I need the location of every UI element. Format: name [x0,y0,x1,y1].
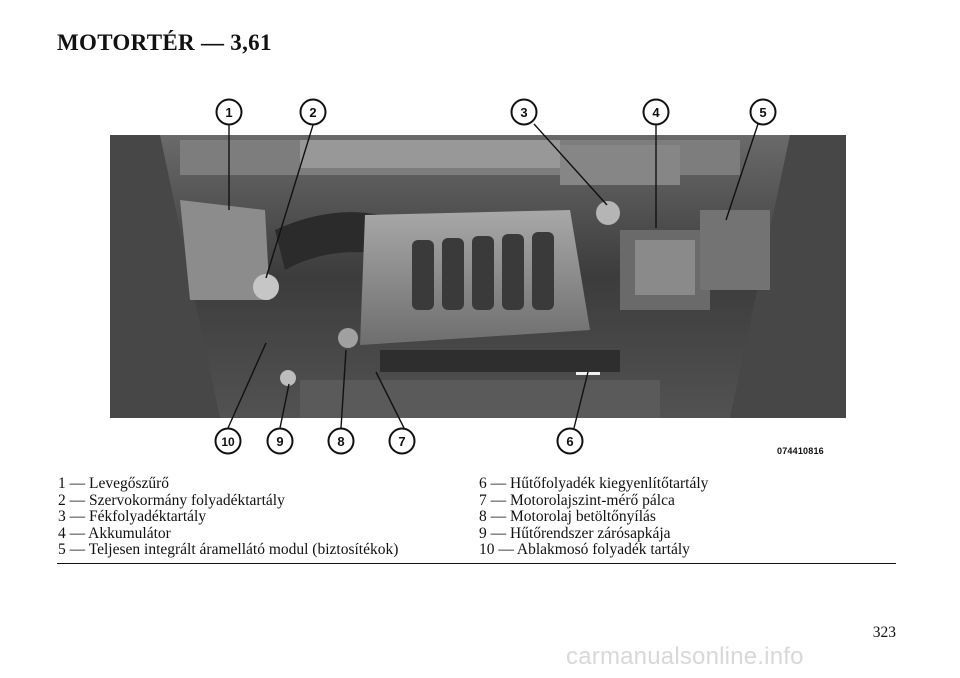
callout-label: 10 [221,435,235,449]
legend-item: 1 — Levegőszűrő [58,475,170,492]
callout-label: 9 [276,434,283,449]
engine-compartment-figure: 1 2 3 4 5 6 7 8 [0,90,960,470]
callout-7: 7 [388,427,416,455]
callout-label: 4 [652,105,660,120]
legend-item: 9 — Hűtőrendszer zárósapkája [479,524,671,542]
callout-4: 4 [642,98,670,126]
legend-right-column: 6 — Hűtőfolyadék kiegyenlítőtartály 7 — … [479,475,709,559]
legend-item: 7 — Motorolajszint-mérő pálca [479,491,675,509]
legend-item: 10 — Ablakmosó folyadék tartály [479,541,690,558]
callout-label: 6 [566,434,573,449]
legend-item: 3 — Fékfolyadéktartály [58,508,207,525]
callout-6: 6 [556,427,584,455]
legend-item: 8 — Motorolaj betöltőnyílás [479,508,656,525]
legend-item: 5 — Teljesen integrált áramellátó modul … [58,541,399,558]
callout-1: 1 [215,98,243,126]
callout-9: 9 [266,427,294,455]
legend-left-column: 1 — Levegőszűrő 2 — Szervokormány folyad… [58,475,399,559]
watermark: carmanualsonline.info [566,643,804,670]
divider-line [57,563,896,564]
legend-item: 2 — Szervokormány folyadéktartály [58,491,285,509]
callout-5: 5 [749,98,777,126]
callout-8: 8 [327,427,355,455]
callout-label: 3 [520,105,527,120]
legend-item: 4 — Akkumulátor [58,524,171,542]
legend-item: 6 — Hűtőfolyadék kiegyenlítőtartály [479,475,709,492]
callout-2: 2 [299,98,327,126]
callout-3: 3 [510,98,538,126]
callout-label: 1 [225,105,232,120]
callout-label: 2 [309,105,316,120]
callout-label: 7 [398,434,405,449]
callout-10: 10 [214,427,242,455]
engine-photo [110,135,846,418]
page-title: MOTORTÉR — 3,61 [57,30,272,55]
figure-code: 074410816 [777,446,824,456]
callout-label: 8 [337,434,344,449]
callout-label: 5 [759,105,766,120]
callout-leaders [227,123,759,429]
page-number: 323 [872,624,896,641]
